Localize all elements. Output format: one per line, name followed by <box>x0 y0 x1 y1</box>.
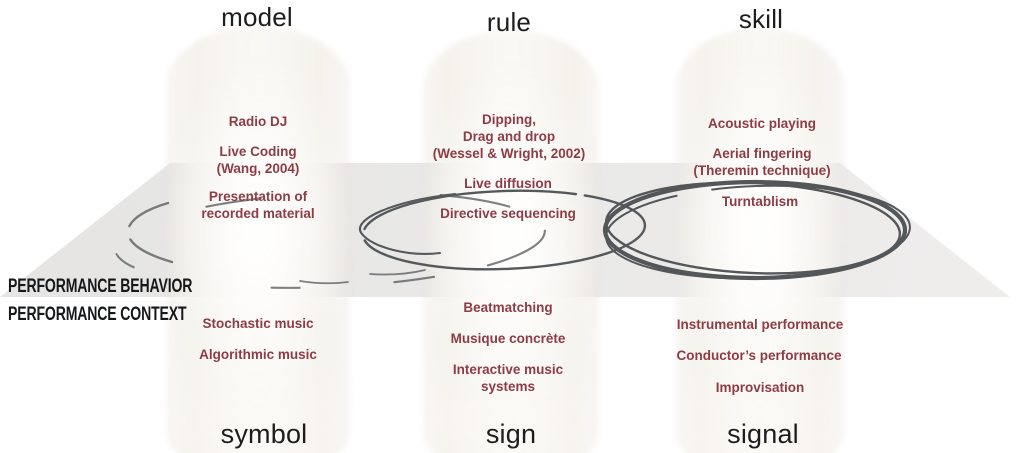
item-dipping-dragdrop: Dipping, Drag and drop (Wessel & Wright,… <box>432 112 586 161</box>
item-radio-dj: Radio DJ <box>228 114 288 129</box>
skill-title: skill <box>738 4 784 34</box>
item-instrumental-performance: Instrumental performance <box>676 317 844 332</box>
pillar-rule-sign <box>423 30 599 453</box>
item-presentation: Presentation of recorded material <box>201 189 315 221</box>
model-title: model <box>221 2 293 32</box>
item-algorithmic-music: Algorithmic music <box>199 347 317 362</box>
item-live-diffusion: Live diffusion <box>464 176 552 191</box>
behavior-axis-label: PERFORMANCE BEHAVIOR <box>8 276 193 297</box>
pillar-skill-signal <box>676 28 844 453</box>
sign-label: sign <box>485 419 537 449</box>
sketch-ellipse-right <box>602 179 911 281</box>
item-directive-sequencing: Directive sequencing <box>440 206 576 221</box>
symbol-label: symbol <box>220 419 308 449</box>
item-aerial-fingering: Aerial fingering (Theremin technique) <box>693 146 831 178</box>
sketch-ellipse-left <box>114 191 546 289</box>
context-axis-label: PERFORMANCE CONTEXT <box>8 304 187 325</box>
item-interactive-systems: Interactive music systems <box>452 362 564 394</box>
pillar-model-symbol <box>166 26 350 453</box>
item-stochastic-music: Stochastic music <box>202 316 314 331</box>
item-live-coding: Live Coding (Wang, 2004) <box>216 144 300 176</box>
item-improvisation: Improvisation <box>715 380 805 395</box>
item-musique-concrete: Musique concrète <box>450 331 566 346</box>
sketch-ellipse-middle <box>359 189 647 271</box>
item-turntablism: Turntablism <box>721 194 799 209</box>
item-beatmatching: Beatmatching <box>463 300 553 315</box>
signal-label: signal <box>727 419 799 449</box>
item-conductors-performance: Conductor’s performance <box>676 348 842 363</box>
item-acoustic-playing: Acoustic playing <box>707 116 817 131</box>
rule-title: rule <box>486 7 532 37</box>
